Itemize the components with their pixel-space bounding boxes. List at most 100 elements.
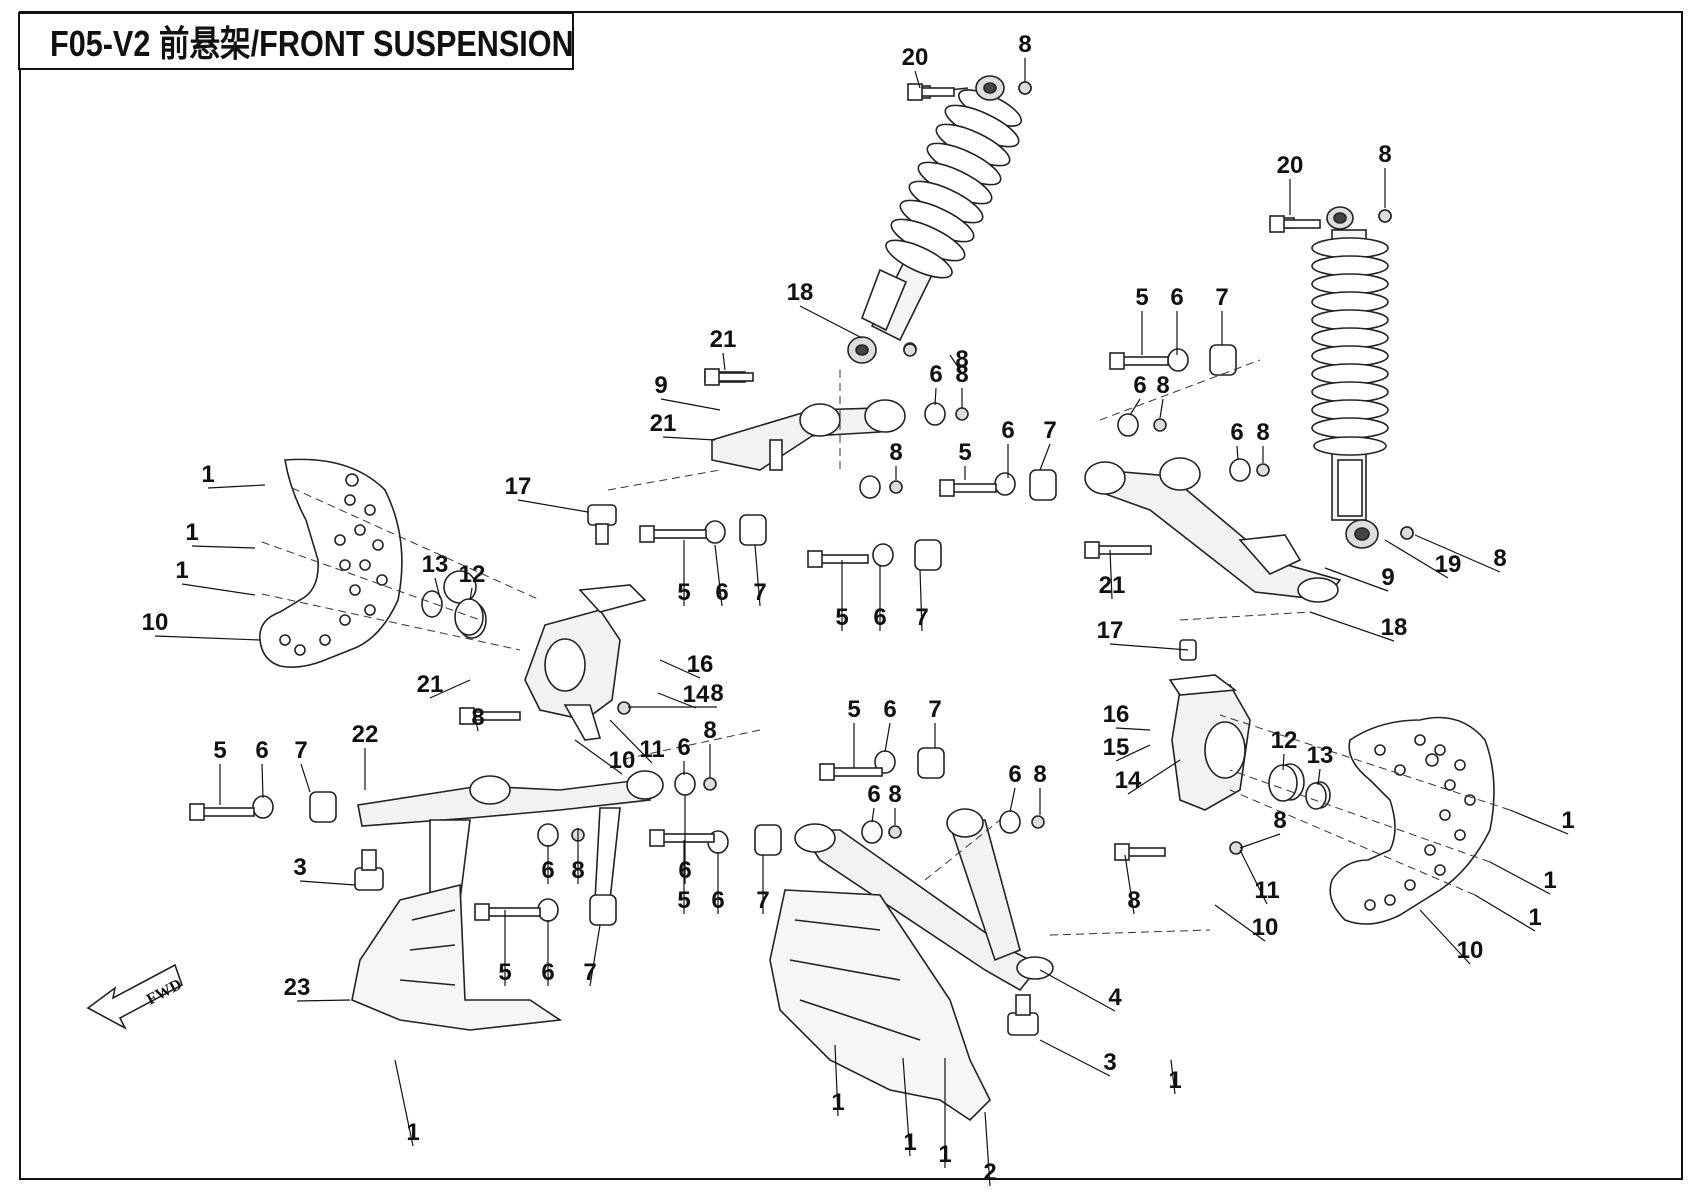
callout-label-19: 19 (1435, 551, 1462, 578)
callout-label-8: 8 (710, 680, 723, 707)
callout-leader-21 (662, 436, 716, 441)
right-shock-absorber (1271, 206, 1414, 549)
callout-leader-21 (722, 352, 726, 371)
callout-leader-1 (1170, 1059, 1176, 1095)
callout-label-6: 6 (677, 734, 690, 761)
callout-label-7: 7 (915, 604, 928, 631)
callout-label-6: 6 (1008, 761, 1021, 788)
callout-label-3: 3 (293, 854, 306, 881)
callout-label-9: 9 (1381, 564, 1394, 591)
callout-label-8: 8 (571, 857, 584, 884)
callout-leader-6 (1129, 398, 1141, 416)
callout-label-6: 6 (1001, 417, 1014, 444)
callout-leader-14 (1127, 759, 1181, 795)
left-upper-control-arm (704, 371, 906, 471)
callout-leader-23 (296, 999, 351, 1002)
callout-leader-8 (1159, 398, 1164, 419)
callout-leader-15 (1115, 744, 1151, 762)
callout-label-1: 1 (1561, 807, 1574, 834)
assembly-lines (261, 359, 1511, 936)
callout-label-5: 5 (677, 579, 690, 606)
callout-label-6: 6 (541, 959, 554, 986)
callout-leader-13 (1317, 768, 1321, 786)
callout-leader-2 (984, 1111, 991, 1187)
callout-leader-10 (154, 635, 261, 641)
callout-label-5: 5 (847, 696, 860, 723)
callout-label-8: 8 (1156, 372, 1169, 399)
callout-leader-1 (902, 1057, 911, 1157)
callout-leader-12 (469, 587, 473, 601)
callout-label-6: 6 (873, 604, 886, 631)
callout-leader-1 (834, 1044, 839, 1117)
callout-label-1: 1 (1543, 867, 1556, 894)
callout-label-1: 1 (201, 461, 214, 488)
callout-leader-18 (1309, 611, 1395, 642)
callout-leader-1 (207, 484, 266, 489)
fwd-arrow (86, 963, 183, 1030)
callout-label-10: 10 (142, 609, 169, 636)
callout-label-10: 10 (1252, 914, 1279, 941)
callout-leader-7 (919, 569, 923, 632)
callout-leader-1 (394, 1059, 414, 1147)
callout-leader-21 (1109, 549, 1113, 600)
title-box: F05-V2 前悬架/FRONT SUSPENSION (18, 12, 574, 70)
callout-label-21: 21 (417, 671, 444, 698)
callout-label-8: 8 (1256, 419, 1269, 446)
callout-leader-17 (517, 499, 589, 513)
callout-label-16: 16 (1103, 701, 1130, 728)
callout-label-6: 6 (1133, 372, 1146, 399)
callout-label-8: 8 (1018, 31, 1031, 58)
callout-leader-1 (1509, 809, 1569, 835)
callout-label-6: 6 (715, 579, 728, 606)
callout-leader-10 (574, 739, 623, 775)
callout-label-6: 6 (1170, 284, 1183, 311)
callout-leader-16 (1115, 727, 1151, 731)
right-upper-control-arm (1084, 457, 1342, 603)
callout-leader-11 (609, 719, 653, 764)
callout-label-22: 22 (352, 721, 379, 748)
callout-leader-8 (474, 715, 479, 732)
callout-leader-1 (1489, 861, 1551, 895)
callout-leader-4 (1039, 969, 1116, 1012)
callout-label-12: 12 (459, 561, 486, 588)
callout-label-6: 6 (867, 781, 880, 808)
callout-leader-6 (871, 807, 875, 823)
callout-leader-1 (191, 545, 256, 549)
callout-label-1: 1 (175, 557, 188, 584)
callout-lines (154, 58, 1569, 1187)
callout-label-8: 8 (471, 704, 484, 731)
callout-label-12: 12 (1271, 727, 1298, 754)
callout-leader-18 (799, 305, 863, 339)
left-steering-knuckle (421, 584, 647, 741)
callout-label-6: 6 (255, 737, 268, 764)
callout-label-8: 8 (955, 361, 968, 388)
callout-label-21: 21 (650, 410, 677, 437)
nuts (571, 81, 1414, 855)
callout-leader-11 (1239, 849, 1268, 905)
callout-label-7: 7 (1043, 417, 1056, 444)
left-lower-control-arm (357, 770, 664, 906)
callout-label-8: 8 (703, 717, 716, 744)
callout-label-13: 13 (1307, 742, 1334, 769)
callout-leader-8 (1124, 854, 1135, 915)
callout-leader-6 (261, 763, 264, 799)
callout-label-8: 8 (1378, 141, 1391, 168)
left-brake-disc (259, 458, 403, 668)
callout-leader-8 (1239, 833, 1281, 849)
callout-leader-6 (714, 544, 723, 607)
callout-leader-19 (1384, 539, 1449, 579)
callout-leader-10 (1214, 904, 1266, 942)
callout-label-1: 1 (1528, 904, 1541, 931)
callout-label-8: 8 (1273, 807, 1286, 834)
left-arm-guard (351, 883, 563, 1031)
callout-label-7: 7 (583, 959, 596, 986)
callout-label-6: 6 (1230, 419, 1243, 446)
outer-border (19, 11, 1683, 1180)
callout-label-15: 15 (1103, 734, 1130, 761)
callout-label-7: 7 (294, 737, 307, 764)
center-lower-control-arm (794, 808, 1054, 992)
callout-leader-9 (1324, 567, 1389, 592)
callout-label-10: 10 (609, 747, 636, 774)
